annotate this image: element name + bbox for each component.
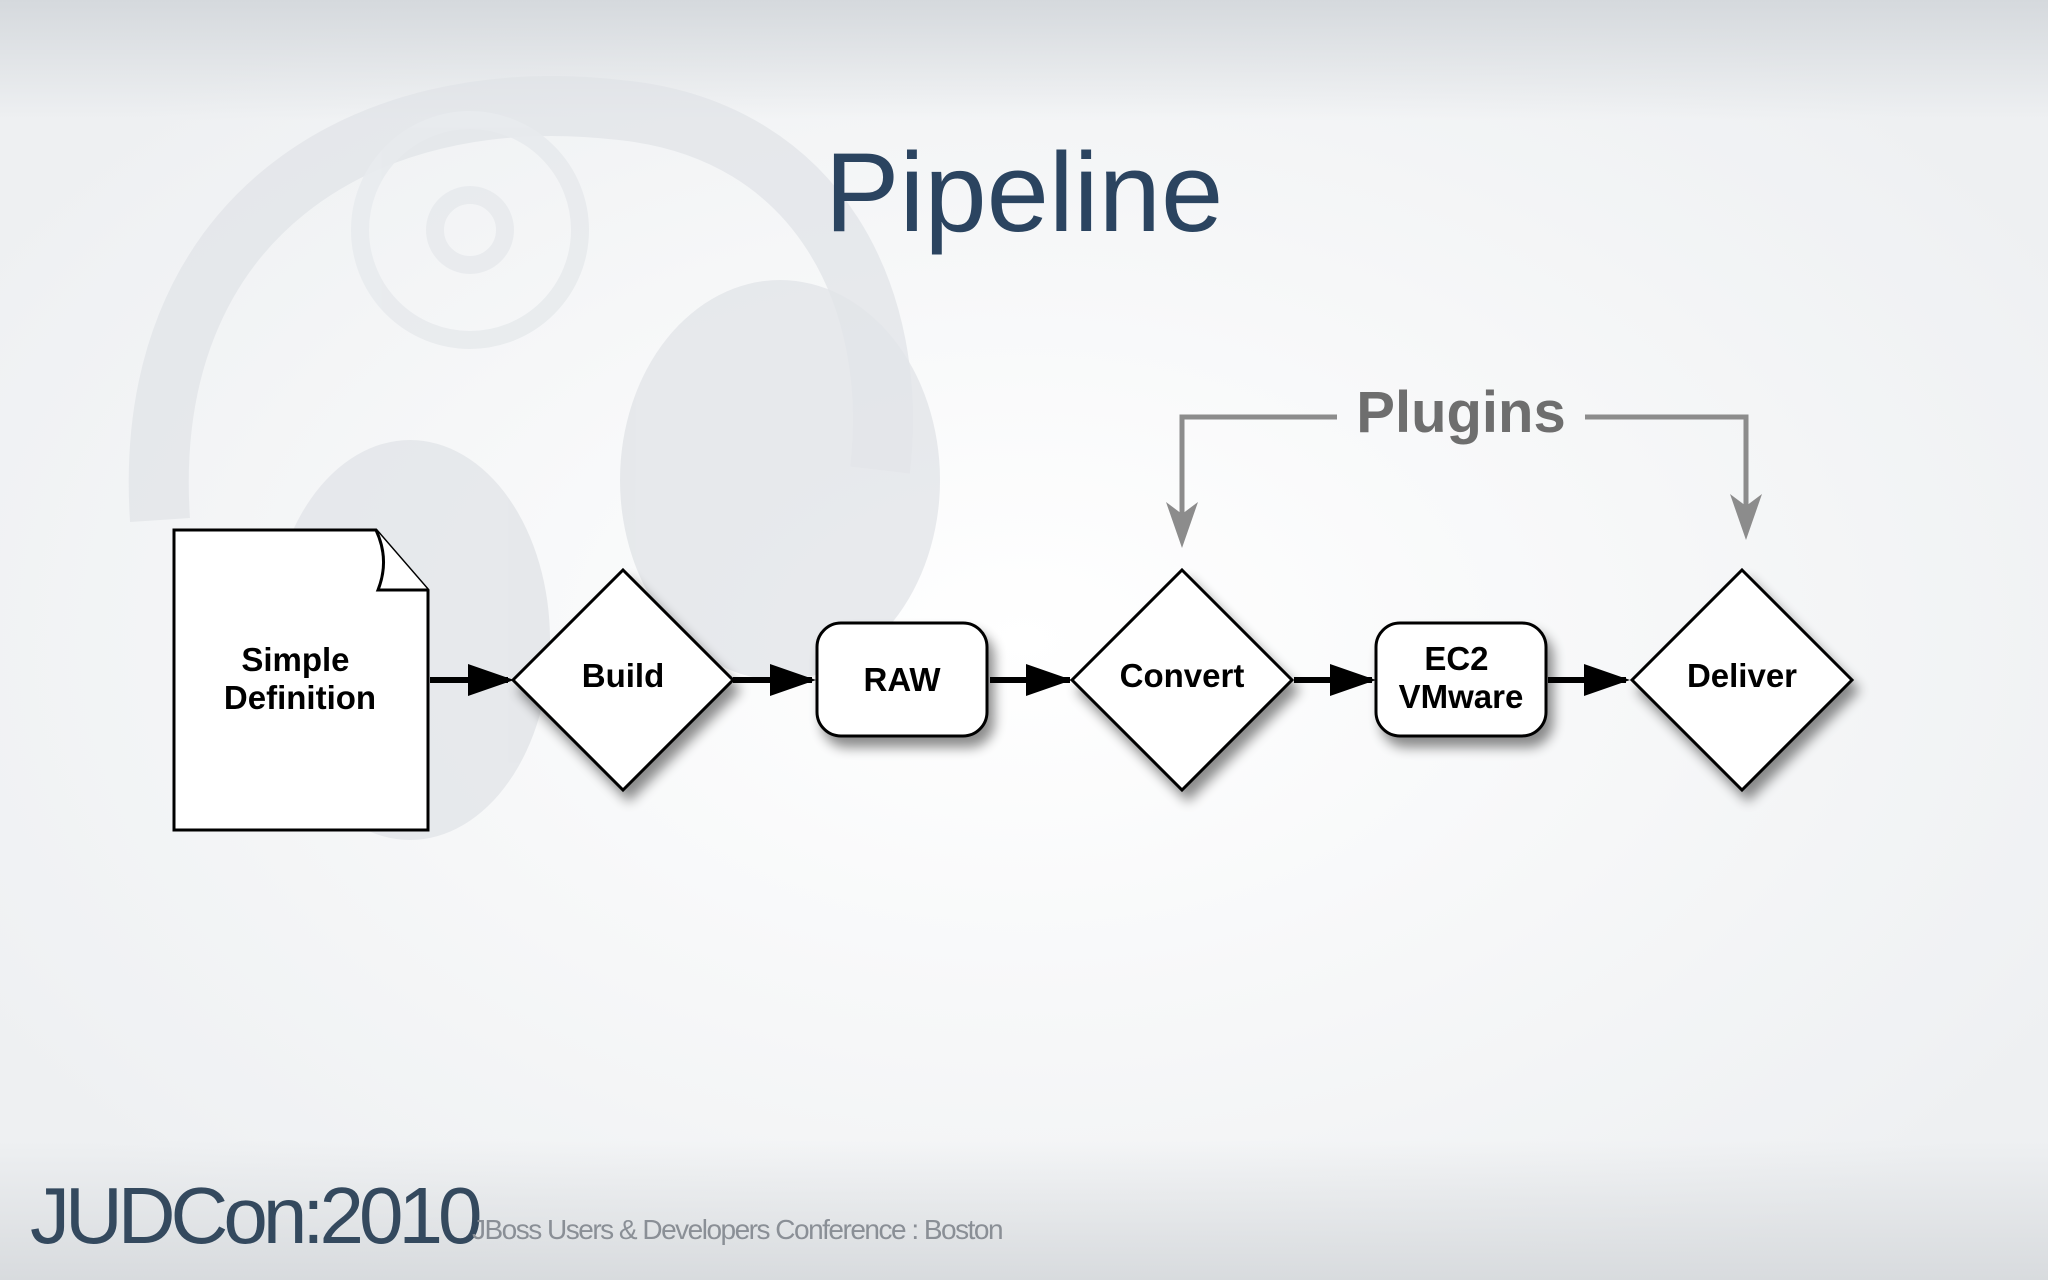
arrowhead-convert — [1026, 664, 1072, 696]
node-label-line: EC2 — [1424, 640, 1488, 677]
judcon-logo: JUDCon:2010 — [30, 1171, 482, 1260]
svg-text:EC2 VMware: EC2 VMware — [1399, 640, 1524, 715]
pipeline-arrowheads — [468, 664, 1630, 696]
node-label-line: Simple — [241, 641, 349, 678]
node-label-line: Definition — [224, 679, 376, 716]
node-convert — [1069, 567, 1295, 793]
arrowhead-build — [468, 664, 514, 696]
node-deliver — [1629, 567, 1855, 793]
node-ec2-vmware — [1374, 621, 1548, 738]
node-label-raw: RAW — [864, 661, 942, 698]
conference-subtitle: JBoss Users & Developers Conference : Bo… — [472, 1214, 1004, 1245]
arrowhead-deliver — [1584, 664, 1630, 696]
node-simple-definition: Simple Definition — [172, 528, 430, 832]
plugins-arrow-convert — [1166, 502, 1198, 548]
node-label-convert: Convert — [1120, 657, 1245, 694]
node-label-line: VMware — [1399, 678, 1524, 715]
plugins-label: Plugins — [1356, 380, 1565, 445]
plugins-bracket: Plugins — [1166, 380, 1762, 548]
svg-text:Simple Definition: Simple Definition — [224, 641, 376, 716]
node-label-deliver: Deliver — [1687, 657, 1797, 694]
node-build — [510, 567, 736, 793]
arrowhead-ec2 — [1330, 664, 1376, 696]
slide-title: Pipeline — [824, 130, 1224, 255]
arrowhead-raw — [770, 664, 816, 696]
node-label-build: Build — [582, 657, 664, 694]
node-raw — [815, 621, 989, 738]
plugins-arrow-deliver — [1730, 494, 1762, 540]
headphones-watermark — [128, 76, 913, 522]
